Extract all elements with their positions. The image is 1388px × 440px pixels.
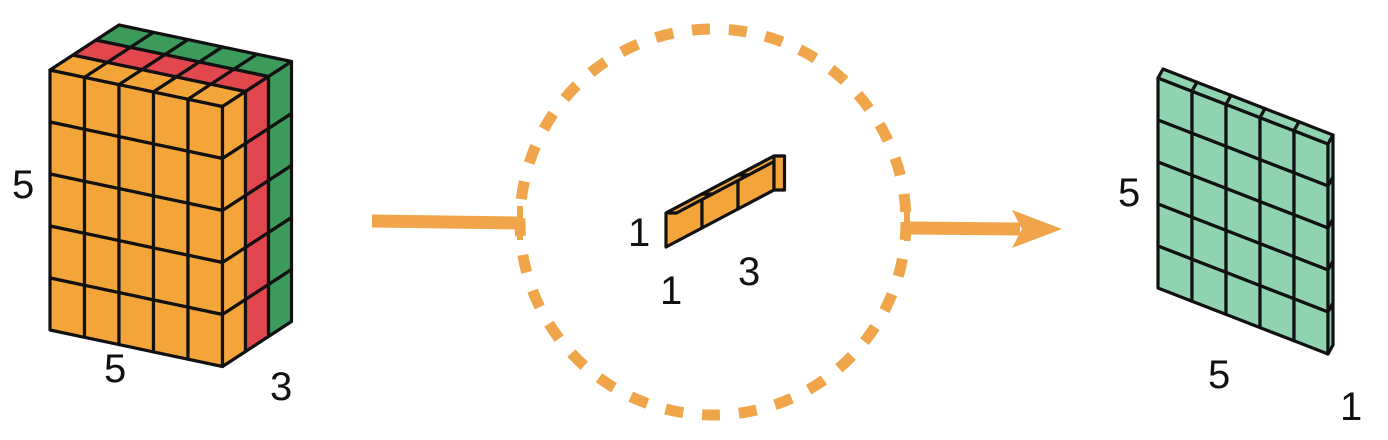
- input-front-cell: [48, 276, 87, 339]
- input-side-cell: [266, 267, 294, 339]
- kernel-side-cell: [772, 154, 787, 192]
- input-front-cell: [117, 82, 156, 146]
- input-front-cell: [186, 305, 225, 369]
- kernel-height-label: 1: [628, 211, 650, 255]
- input-front-cell: [117, 239, 156, 302]
- input-front-cell: [151, 90, 190, 153]
- input-front-cell: [48, 120, 87, 183]
- kernel-1x1x3: [664, 154, 787, 249]
- left-arrow: [371, 206, 523, 240]
- output-side-cell: [1326, 301, 1335, 356]
- input-front-cell: [186, 149, 225, 213]
- right-arrow-head: [1012, 210, 1062, 248]
- input-front-cell: [117, 187, 156, 250]
- output-volume: [1156, 67, 1335, 356]
- input-front-cell: [82, 75, 121, 139]
- input-volume: [48, 23, 294, 369]
- output-height-label: 5: [1118, 171, 1140, 215]
- kernel-width-label: 1: [660, 269, 682, 313]
- input-front-cell: [186, 201, 225, 265]
- kernel-depth-label: 3: [738, 250, 760, 294]
- input-front-cell: [48, 224, 87, 287]
- input-front-cell: [48, 68, 87, 131]
- input-front-cell: [117, 291, 156, 354]
- left-arrow-shaft: [371, 214, 518, 230]
- input-height-label: 5: [12, 163, 34, 207]
- input-front-cell: [186, 253, 225, 317]
- input-front-cell: [186, 97, 225, 161]
- input-front-cell: [82, 127, 121, 191]
- input-front-cell: [117, 135, 156, 198]
- output-width-label: 5: [1208, 353, 1230, 397]
- output-depth-label: 1: [1340, 385, 1362, 429]
- input-volume-labels: 5 5 3: [12, 163, 292, 409]
- right-arrow: [904, 207, 1062, 248]
- input-front-cell: [151, 246, 190, 309]
- input-front-cell: [151, 142, 190, 205]
- input-front-cell: [82, 179, 121, 243]
- input-depth-label: 3: [270, 365, 292, 409]
- input-width-label: 5: [104, 347, 126, 391]
- input-front-cell: [82, 231, 121, 295]
- input-front-cell: [151, 298, 190, 361]
- right-arrow-shaft: [909, 221, 1021, 236]
- kernel-labels: 1 1 3: [628, 211, 760, 313]
- input-front-cell: [82, 283, 121, 347]
- input-front-cell: [48, 172, 87, 235]
- output-volume-labels: 5 5 1: [1118, 171, 1362, 429]
- input-front-cell: [151, 194, 190, 257]
